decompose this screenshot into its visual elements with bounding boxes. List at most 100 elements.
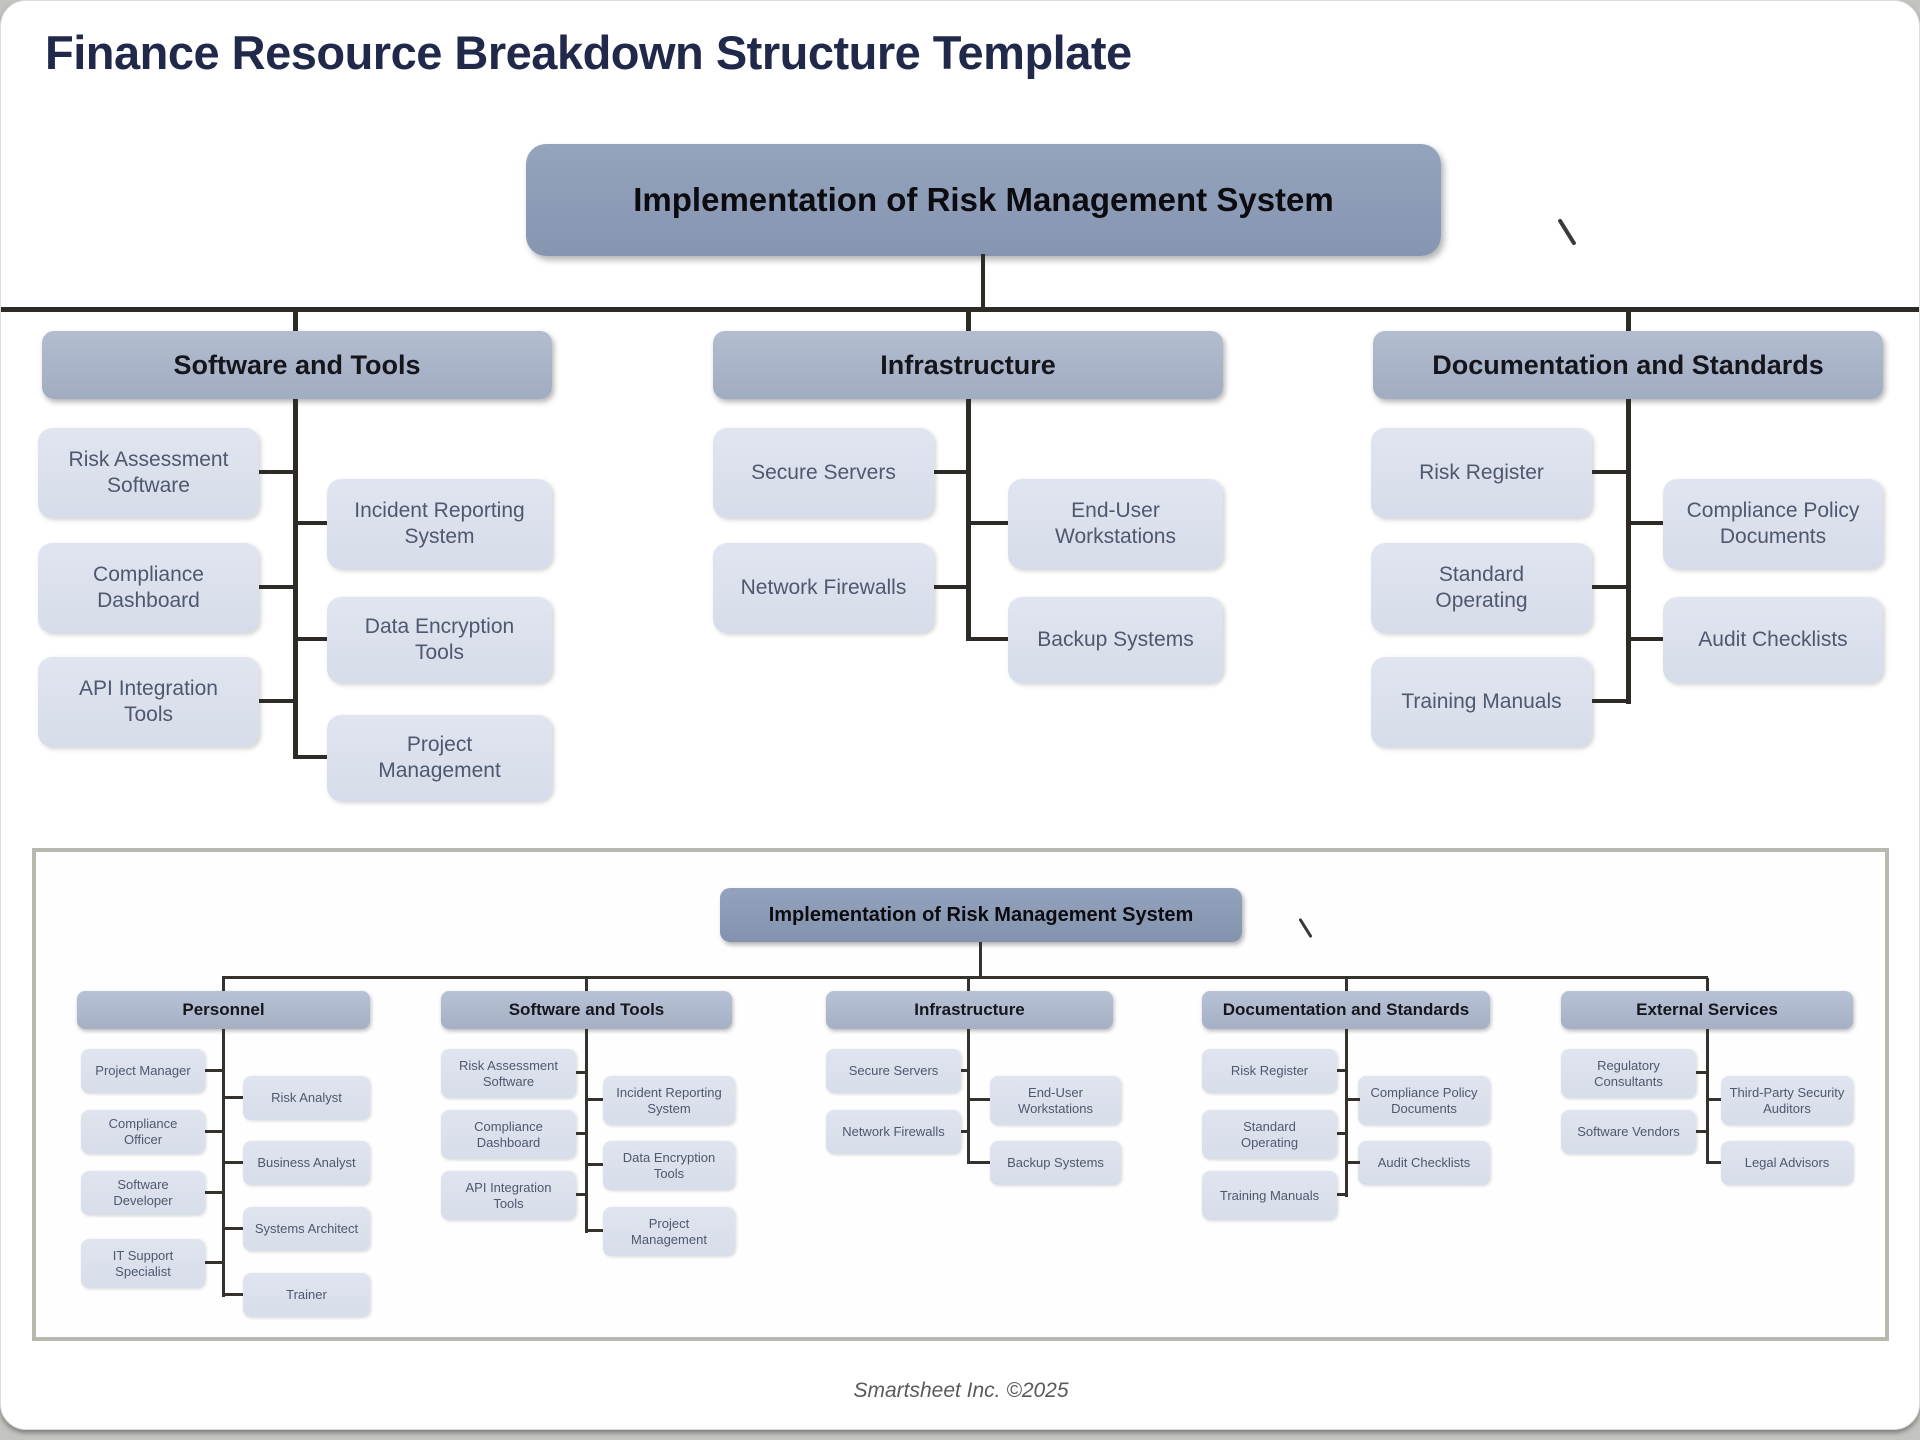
detail-branch-software-and-tools: Software and Tools: [441, 991, 732, 1029]
connector-line: [966, 312, 971, 334]
node-systems-architect: Systems Architect: [243, 1207, 370, 1251]
node-end-user-workstations: End-User Workstations: [990, 1076, 1121, 1125]
connector-line: [971, 521, 1008, 525]
connector-line: [1345, 1029, 1348, 1197]
node-project-management: Project Management: [327, 715, 552, 801]
node-data-encryption-tools: Data Encryption Tools: [603, 1141, 735, 1190]
node-secure-servers: Secure Servers: [713, 428, 934, 518]
connector-line: [1592, 585, 1626, 589]
connector-line: [222, 978, 225, 992]
node-network-firewalls: Network Firewalls: [713, 543, 934, 633]
detail-branch-documentation-and-standards: Documentation and Standards: [1202, 991, 1490, 1029]
connector-line: [298, 521, 327, 525]
connector-line: [205, 1191, 222, 1194]
connector-line: [585, 978, 588, 992]
connector-line: [259, 585, 293, 589]
node-training-manuals: Training Manuals: [1202, 1171, 1337, 1220]
node-risk-assessment-software: Risk Assessment Software: [38, 428, 259, 518]
footer-credit: Smartsheet Inc. ©2025: [853, 1379, 1069, 1402]
node-project-management: Project Management: [603, 1207, 735, 1256]
node-it-support-specialist: IT Support Specialist: [81, 1239, 205, 1288]
connector-line: [1626, 312, 1631, 334]
node-end-user-workstations: End-User Workstations: [1008, 479, 1223, 569]
connector-line: [1706, 1029, 1709, 1164]
connector-line: [259, 470, 293, 474]
node-network-firewalls: Network Firewalls: [826, 1110, 961, 1154]
node-backup-systems: Backup Systems: [1008, 597, 1223, 683]
connector-line: [934, 470, 966, 474]
connector-line: [1337, 1132, 1347, 1135]
connector-line: [576, 1071, 587, 1074]
connector-line: [934, 585, 966, 589]
connector-line: [1592, 699, 1626, 703]
branch-software-and-tools: Software and Tools: [42, 331, 552, 399]
node-standard-operating: Standard Operating: [1371, 543, 1592, 633]
connector-line: [205, 1130, 222, 1133]
node-software-developer: Software Developer: [81, 1171, 205, 1215]
connector-line: [587, 1229, 603, 1232]
node-risk-register: Risk Register: [1202, 1049, 1337, 1093]
node-risk-assessment-software: Risk Assessment Software: [441, 1049, 576, 1098]
connector-line: [1337, 1069, 1347, 1072]
connector-line: [1592, 470, 1626, 474]
connector-line: [1, 307, 1919, 312]
node-legal-advisors: Legal Advisors: [1721, 1141, 1853, 1185]
connector-line: [587, 1098, 603, 1101]
connector-line: [205, 1069, 222, 1072]
node-compliance-policy-documents: Compliance Policy Documents: [1358, 1076, 1490, 1125]
connector-line: [981, 254, 985, 311]
connector-line: [966, 399, 971, 641]
connector-line: [1631, 637, 1663, 641]
connector-line: [1631, 521, 1663, 525]
node-risk-register: Risk Register: [1371, 428, 1592, 518]
connector-line: [1708, 1161, 1721, 1164]
connector-line: [225, 1096, 243, 1099]
connector-line: [1696, 1071, 1707, 1074]
connector-line: [1708, 1098, 1721, 1101]
connector-line: [298, 755, 327, 759]
detail-root-node: Implementation of Risk Management System: [720, 888, 1242, 942]
connector-line: [225, 1293, 243, 1296]
node-data-encryption-tools: Data Encryption Tools: [327, 597, 552, 683]
connector-line: [967, 978, 970, 992]
connector-line: [222, 976, 1708, 979]
node-project-manager: Project Manager: [81, 1049, 205, 1093]
node-api-integration-tools: API Integration Tools: [441, 1171, 576, 1220]
node-secure-servers: Secure Servers: [826, 1049, 961, 1093]
node-trainer: Trainer: [243, 1273, 370, 1317]
stray-mark: [1557, 218, 1577, 246]
connector-line: [205, 1261, 222, 1264]
node-audit-checklists: Audit Checklists: [1358, 1141, 1490, 1185]
detail-branch-personnel: Personnel: [77, 991, 370, 1029]
connector-line: [967, 1029, 970, 1164]
connector-line: [979, 942, 982, 978]
node-business-analyst: Business Analyst: [243, 1141, 370, 1185]
node-regulatory-consultants: Regulatory Consultants: [1561, 1049, 1696, 1098]
connector-line: [293, 312, 298, 334]
branch-documentation-and-standards: Documentation and Standards: [1373, 331, 1883, 399]
connector-line: [225, 1227, 243, 1230]
connector-line: [969, 1161, 990, 1164]
connector-line: [585, 1029, 588, 1233]
node-software-vendors: Software Vendors: [1561, 1110, 1696, 1154]
connector-line: [1696, 1130, 1707, 1133]
node-training-manuals: Training Manuals: [1371, 657, 1592, 747]
connector-line: [222, 1029, 225, 1297]
connector-line: [587, 1163, 603, 1166]
connector-line: [1345, 978, 1348, 992]
connector-line: [259, 699, 293, 703]
detail-branch-external-services: External Services: [1561, 991, 1853, 1029]
connector-line: [961, 1130, 969, 1133]
connector-line: [969, 1098, 990, 1101]
connector-line: [225, 1161, 243, 1164]
connector-line: [298, 637, 327, 641]
page-title: Finance Resource Breakdown Structure Tem…: [45, 26, 1132, 79]
node-compliance-officer: Compliance Officer: [81, 1110, 205, 1154]
node-third-party-security-auditors: Third-Party Security Auditors: [1721, 1076, 1853, 1125]
node-backup-systems: Backup Systems: [990, 1141, 1121, 1185]
node-audit-checklists: Audit Checklists: [1663, 597, 1883, 683]
node-api-integration-tools: API Integration Tools: [38, 657, 259, 747]
connector-line: [576, 1193, 587, 1196]
connector-line: [1347, 1161, 1360, 1164]
